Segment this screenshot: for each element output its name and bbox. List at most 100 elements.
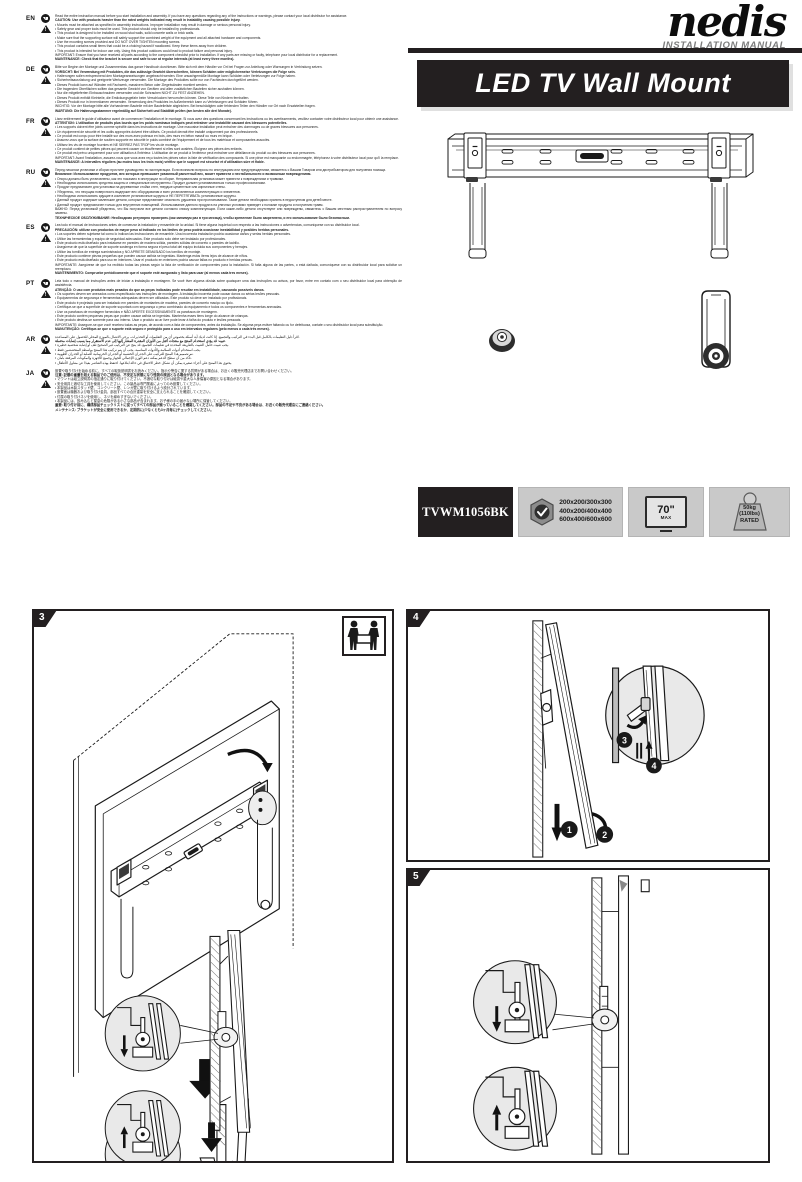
- svg-text:2: 2: [602, 830, 607, 840]
- language-block-pt: PT Leia todo o manual de instruções ante…: [26, 279, 402, 331]
- language-icon-group: [41, 368, 55, 390]
- product-hero-section: nedis INSTALLATION MANUAL LED TV Wall Mo…: [406, 0, 802, 600]
- weight-icon: 50kg (110lbs) RATED: [727, 492, 773, 532]
- spec-weight: 50kg (110lbs) RATED: [709, 487, 790, 537]
- washer-part: [489, 329, 515, 352]
- language-code-fr: FR: [26, 117, 35, 125]
- language-text-ar: اقرأ دليل التعليمات بالكامل قبل البدء في…: [55, 334, 300, 365]
- language-text-ru: Перед началом установки и сборки прочтит…: [55, 167, 402, 220]
- language-icon-group: [41, 14, 55, 35]
- warning-triangle-icon: [41, 379, 51, 388]
- product-spec-strip: TVWM1056BK 200x200/300x300 400x200/400x4…: [418, 487, 790, 537]
- step-panel-5: 5: [406, 868, 770, 1163]
- header-rule: [408, 48, 802, 53]
- detail-circle-lock-down: [473, 960, 557, 1045]
- weight-rated-label: RATED: [740, 517, 759, 524]
- detail-circle-lock-up: [473, 1066, 557, 1151]
- read-manual-icon: [41, 223, 50, 233]
- language-code-de: DE: [26, 66, 35, 74]
- detail-circle-release-down: [104, 995, 181, 1072]
- language-text-de: Bitte vor Beginn der Montage und Zusamme…: [55, 65, 323, 113]
- spec-vesa: 200x200/300x300 400x200/400x400 600x400/…: [518, 487, 623, 537]
- tv-screen-icon: 70" MAX: [645, 496, 687, 532]
- language-text-en: Read the entire instruction manual befor…: [55, 14, 348, 62]
- warning-triangle-icon: [41, 345, 51, 354]
- read-manual-icon: [41, 334, 50, 344]
- language-block-ar: AR اقرأ دليل التعليمات بالكامل قبل البدء…: [26, 334, 402, 365]
- language-icon-group: [41, 116, 55, 138]
- detail-circle-step4: 3 4: [605, 665, 705, 774]
- product-title-banner: LED TV Wall Mount: [417, 60, 789, 107]
- arrow-up-detail: [120, 1126, 129, 1149]
- arm-knob: [703, 343, 729, 369]
- manual-top-section: EN Read the entire instruction manual be…: [0, 0, 802, 600]
- language-code-ru: RU: [26, 168, 36, 176]
- warning-triangle-icon: [41, 234, 51, 243]
- warning-triangle-icon: [41, 76, 51, 84]
- language-block-es: ES Lea todo el manual de instrucciones a…: [26, 223, 402, 275]
- language-block-en: EN Read the entire instruction manual be…: [26, 14, 402, 62]
- vesa-badge-icon: [530, 498, 554, 526]
- vesa-line-2: 400x200/400x400: [559, 507, 612, 515]
- vesa-line-1: 200x200/300x300: [559, 499, 612, 507]
- language-code-ja: JA: [26, 369, 35, 377]
- vesa-line-3: 600x400/600x600: [559, 516, 612, 524]
- weight-lbs: (110lbs): [739, 511, 760, 518]
- language-block-ru: RU Перед началом установки и сборки проч…: [26, 167, 402, 220]
- language-code-ar: AR: [26, 335, 36, 343]
- multilingual-safety-text: EN Read the entire instruction manual be…: [26, 14, 402, 416]
- weight-kg: 50kg: [743, 505, 756, 511]
- screen-size-max-label: MAX: [660, 514, 672, 520]
- step-panel-3: 3: [32, 609, 394, 1163]
- brand-logo: nedis INSTALLATION MANUAL: [576, 0, 788, 52]
- language-text-pt: Leia todo o manual de instruções antes d…: [55, 279, 402, 331]
- language-icon-group: [41, 279, 55, 300]
- product-illustration: [447, 132, 754, 369]
- weight-text: 50kg (110lbs) RATED: [727, 505, 773, 524]
- step-4-illustration: 3 4 1 2: [532, 620, 705, 858]
- arrow-up-lock: [492, 1104, 502, 1131]
- read-manual-icon: [41, 279, 50, 289]
- vesa-sizes: 200x200/300x300 400x200/400x400 600x400/…: [559, 499, 612, 525]
- detail-circle-release-up: [104, 1090, 181, 1161]
- weight-block-shape: [732, 492, 767, 531]
- model-number: TVWM1056BK: [422, 504, 509, 519]
- svg-text:4: 4: [651, 761, 656, 771]
- step-3-detail-illustration: [104, 929, 251, 1161]
- two-person-lift-icon: [342, 616, 386, 656]
- spec-screen-size: 70" MAX: [628, 487, 704, 537]
- language-icon-group: [41, 65, 55, 86]
- manual-subtitle: INSTALLATION MANUAL: [662, 40, 786, 51]
- language-block-fr: FR Lisez entièrement le guide d'utilisat…: [26, 116, 402, 165]
- language-block-ja: JA 設置や取り付けを始める前に、すべての取扱説明書をお読みください。指示や警告…: [26, 368, 402, 412]
- language-block-de: DE Bitte vor Beginn der Montage und Zusa…: [26, 65, 402, 113]
- arrow-down-lock: [492, 1006, 502, 1032]
- callout-1-group: 1: [551, 803, 578, 842]
- svg-text:1: 1: [567, 825, 572, 835]
- read-manual-icon: [41, 65, 50, 75]
- language-icon-group: [41, 334, 55, 356]
- step-5-illustration: [473, 875, 650, 1155]
- language-text-fr: Lisez entièrement le guide d'utilisateur…: [55, 116, 399, 164]
- language-text-es: Lea todo el manual de instrucciones ante…: [55, 223, 402, 276]
- step-panel-4: 4: [406, 609, 770, 862]
- read-manual-icon: [41, 167, 50, 177]
- warning-triangle-icon: [41, 178, 51, 187]
- read-manual-icon: [41, 116, 50, 126]
- warning-triangle-icon: [41, 25, 51, 33]
- screen-size-value: 70": [657, 503, 675, 516]
- warning-triangle-icon: [41, 127, 51, 136]
- warning-triangle-icon: [41, 290, 51, 298]
- language-icon-group: [41, 167, 55, 189]
- brand-name: nedis: [667, 0, 787, 46]
- svg-text:3: 3: [622, 735, 627, 745]
- language-code-en: EN: [26, 15, 35, 22]
- callout-2-group: 2: [591, 812, 614, 843]
- read-manual-icon: [41, 14, 50, 23]
- language-code-es: ES: [26, 224, 35, 232]
- language-code-pt: PT: [26, 280, 35, 288]
- read-manual-icon: [41, 368, 50, 378]
- language-icon-group: [41, 223, 55, 244]
- release-hook: [199, 1122, 222, 1161]
- product-title: LED TV Wall Mount: [475, 68, 731, 98]
